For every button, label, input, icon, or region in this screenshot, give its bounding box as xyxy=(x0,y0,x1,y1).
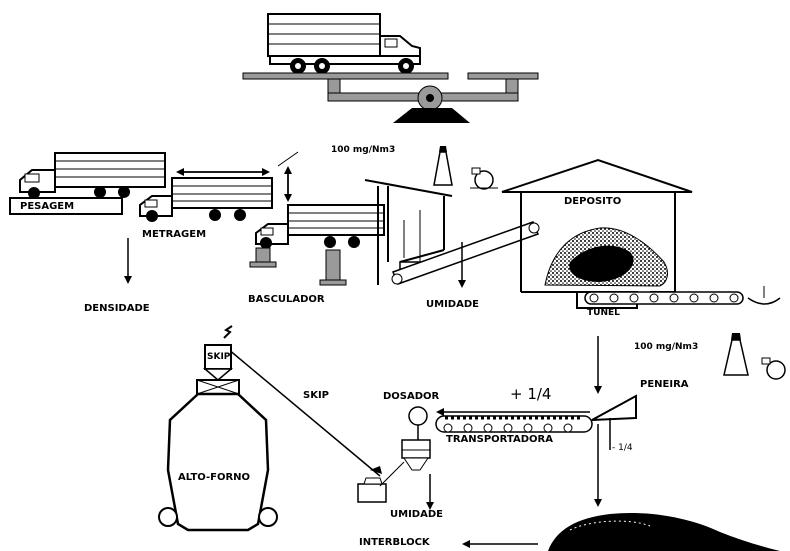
scale-truck xyxy=(268,14,420,74)
tunnel-conveyor xyxy=(585,292,743,304)
label-densidade: DENSIDADE xyxy=(84,304,150,314)
emission-label-1: 100 mg/Nm3 xyxy=(331,146,395,155)
label-peneira: PENEIRA xyxy=(640,380,689,390)
transport-conveyor xyxy=(436,416,592,432)
deposit-building xyxy=(502,160,780,308)
label-interblock: INTERBLOCK xyxy=(359,538,430,548)
label-basculador: BASCULADOR xyxy=(248,295,325,305)
label-umidade-1: UMIDADE xyxy=(426,300,479,310)
truck-basculador xyxy=(250,205,384,285)
fines-pile xyxy=(548,513,780,551)
label-transportadora: TRANSPORTADORA xyxy=(446,435,553,445)
label-skip-line: SKIP xyxy=(303,391,329,401)
chimney-1 xyxy=(434,146,498,189)
label-alto-forno: ALTO-FORNO xyxy=(178,473,250,483)
label-skip-bucket: SKIP xyxy=(207,353,230,362)
label-plus-quarter: + 1/4 xyxy=(510,387,551,402)
truck-scale xyxy=(243,14,538,123)
emission-label-2: 100 mg/Nm3 xyxy=(634,343,698,352)
chimney-2 xyxy=(724,333,785,379)
label-minus-quarter: - 1/4 xyxy=(612,444,633,453)
label-tunel: TUNEL xyxy=(587,309,620,318)
label-metragem: METRAGEM xyxy=(142,230,206,240)
label-umidade-2: UMIDADE xyxy=(390,510,443,520)
label-pesagem: PESAGEM xyxy=(20,202,74,212)
label-deposito: DEPOSITO xyxy=(564,197,621,207)
inclined-conveyor xyxy=(392,222,539,284)
doser-dosador xyxy=(402,407,430,470)
label-dosador: DOSADOR xyxy=(383,392,439,402)
